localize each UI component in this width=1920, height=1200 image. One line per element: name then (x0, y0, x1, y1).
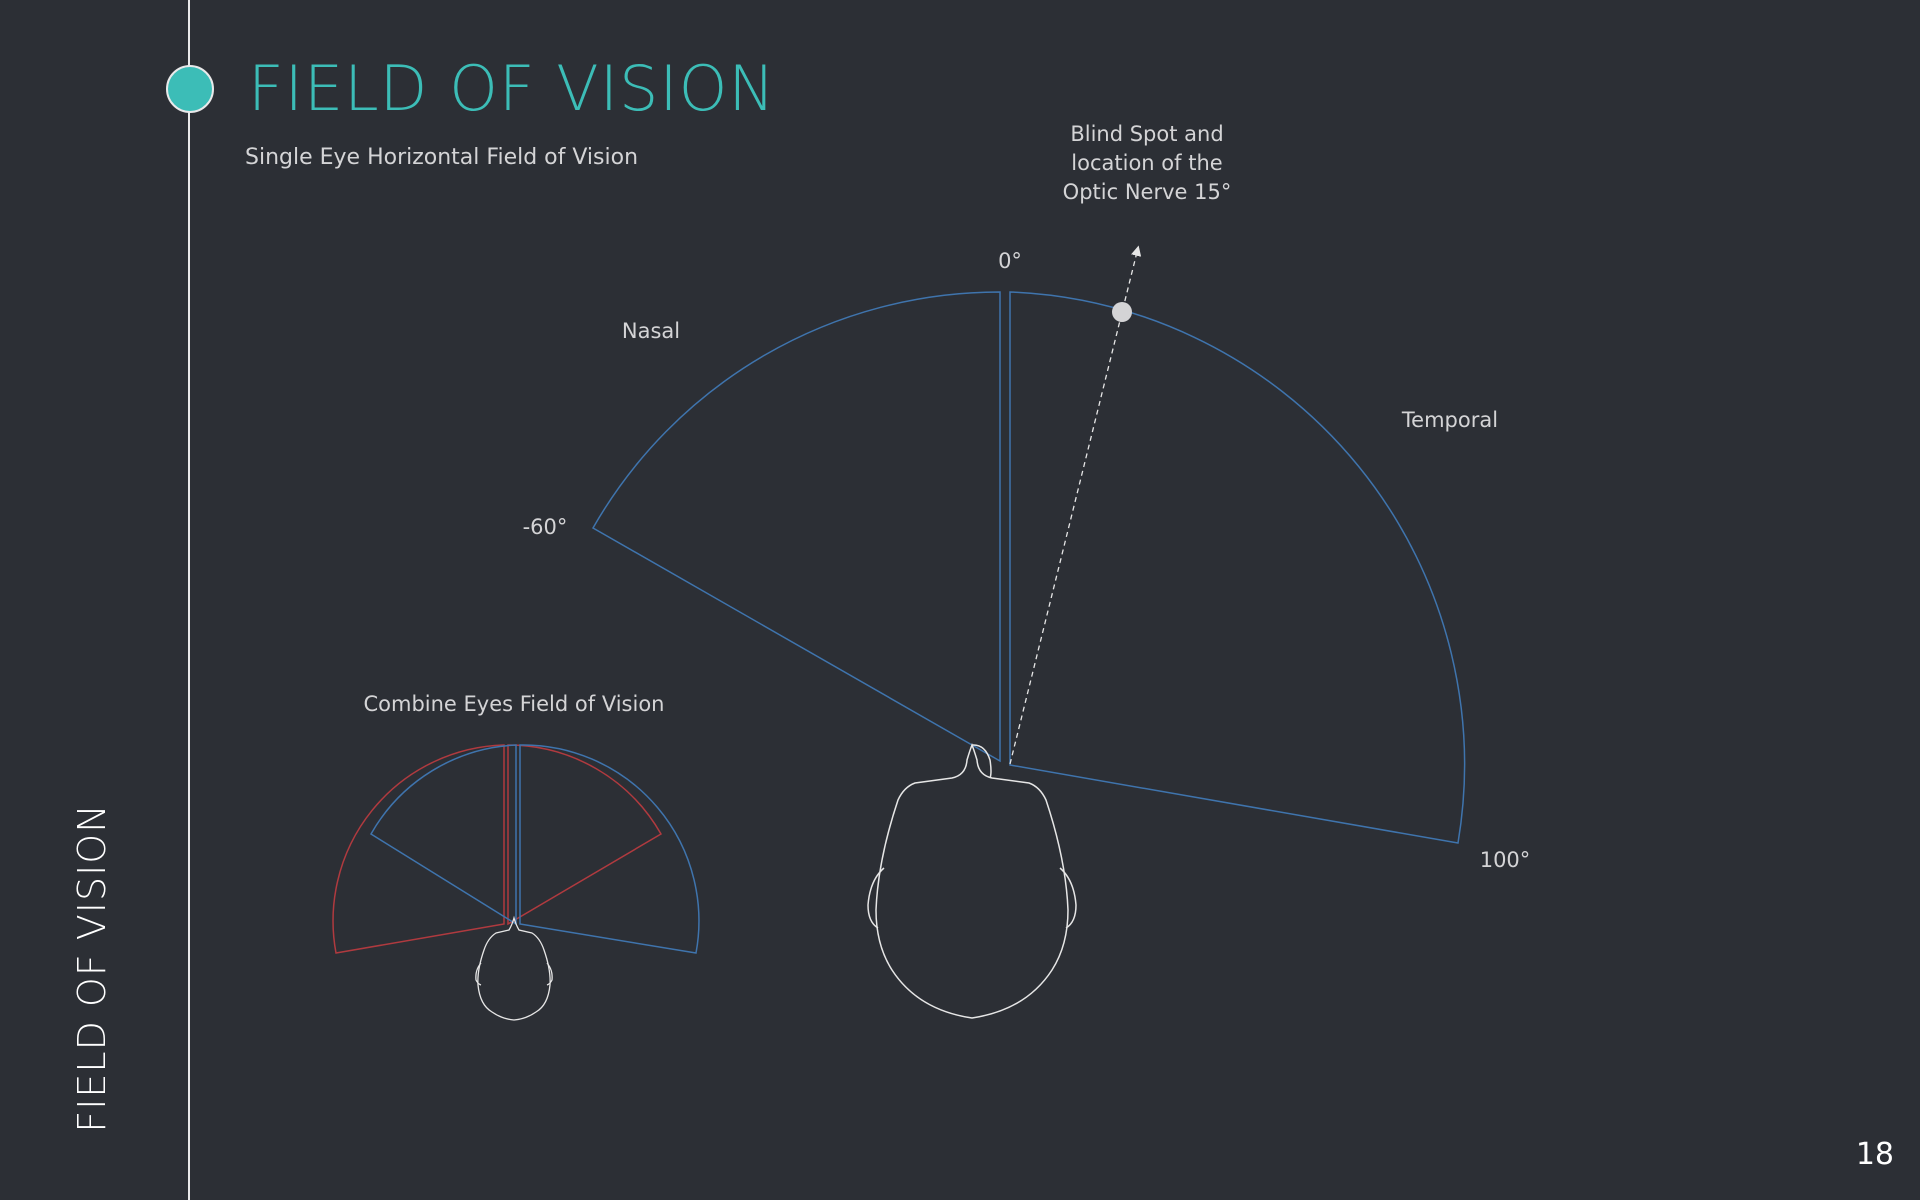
page-number: 18 (1855, 1137, 1894, 1172)
nasal-label: Nasal (622, 319, 680, 343)
right-eye-field-nasal (369, 744, 517, 926)
pos100-degree-label: 100° (1480, 848, 1531, 872)
blind-spot-label-line3: Optic Nerve 15° (1063, 180, 1232, 204)
blind-spot-marker (1112, 302, 1132, 322)
right-eye-field (519, 744, 700, 954)
zero-degree-label: 0° (998, 249, 1022, 273)
combine-eyes-title: Combine Eyes Field of Vision (363, 692, 664, 716)
left-eye-field (507, 744, 663, 926)
small-head-top-view-icon (475, 915, 553, 1021)
left-eye-field-nasal (332, 744, 505, 954)
nasal-field-sector (591, 291, 1001, 763)
head-top-view-icon (867, 742, 1077, 1019)
slide-title: FIELD OF VISION (248, 52, 776, 125)
blind-spot-label-line2: location of the (1071, 151, 1222, 175)
slide-subtitle: Single Eye Horizontal Field of Vision (245, 145, 639, 170)
combined-eyes-field-diagram (332, 744, 700, 1021)
temporal-label: Temporal (1401, 408, 1498, 432)
title-bullet-dot (166, 65, 214, 113)
blind-spot-pointer-line (1009, 245, 1142, 765)
temporal-field-sector (1009, 291, 1466, 844)
neg60-degree-label: -60° (523, 515, 568, 539)
single-eye-field-diagram (591, 245, 1466, 1019)
vertical-divider-line (188, 0, 190, 1200)
blind-spot-label-line1: Blind Spot and (1070, 122, 1223, 146)
